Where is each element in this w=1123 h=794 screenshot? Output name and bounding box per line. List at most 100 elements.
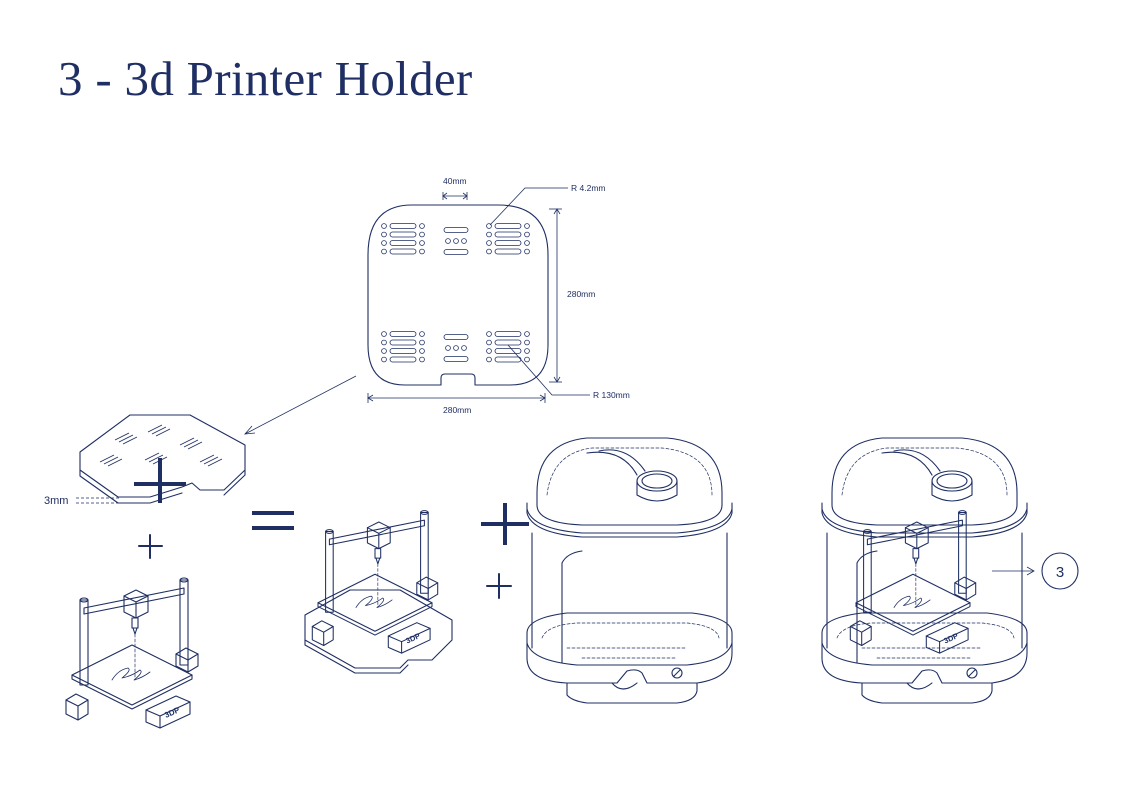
equals-icon (252, 511, 294, 530)
iso-slot (107, 458, 123, 467)
mount-slot (494, 231, 522, 238)
mount-hole (524, 240, 530, 246)
slot-group (486, 331, 530, 363)
mount-hole (381, 356, 387, 363)
mount-hole (381, 339, 387, 346)
iso-slot (207, 458, 223, 467)
iso-slot (147, 424, 163, 433)
container (526, 437, 733, 704)
hole-radius-leader (489, 187, 568, 226)
mount-hole (453, 238, 459, 244)
step-number: 3 (1056, 564, 1064, 581)
slot-group (381, 331, 425, 363)
mount-hole (381, 240, 387, 246)
mount-hole (486, 223, 492, 229)
mount-hole (453, 345, 459, 351)
mount-hole (419, 223, 425, 229)
plus-icon (481, 503, 529, 545)
mount-slot (389, 339, 417, 346)
mount-hole (381, 248, 387, 255)
printer-on-plate: 3DP (304, 510, 453, 674)
mount-hole (381, 223, 387, 229)
control-box (387, 622, 431, 654)
container-body (826, 532, 1023, 649)
corner-radius-label: R 130mm (593, 390, 630, 400)
plus-icon (138, 534, 163, 559)
mount-slot (443, 227, 469, 233)
mount-hole (486, 339, 492, 346)
mount-hole (486, 348, 492, 354)
plate-slot-groups (381, 223, 530, 363)
mount-hole (419, 231, 425, 238)
center-slot-group (443, 334, 469, 362)
hole-radius-label: R 4.2mm (571, 183, 605, 193)
foot-block (416, 576, 439, 601)
mount-slot (389, 356, 417, 363)
iso-slot (203, 456, 219, 465)
print-object (893, 595, 931, 608)
mount-slot (389, 240, 417, 246)
print-object (355, 595, 393, 608)
printer-left: 3DP (65, 577, 199, 729)
foot-block (954, 576, 977, 601)
container-body (531, 532, 728, 649)
container-handle (586, 449, 646, 476)
mount-hole (524, 339, 530, 346)
plate-outline (367, 204, 549, 386)
print-object (111, 667, 151, 681)
container-base (526, 612, 733, 684)
foot-block (65, 693, 89, 721)
arrow-left-icon (244, 375, 357, 435)
mount-hole (419, 339, 425, 346)
mount-slot (494, 248, 522, 255)
mount-hole (381, 331, 387, 337)
mount-hole (524, 356, 530, 363)
rod (420, 511, 429, 594)
gantry-beam (328, 519, 425, 546)
plate-drawing: 40mm R 4.2mm 280mm 280mm R 130mm (367, 176, 630, 415)
mount-hole (486, 240, 492, 246)
mount-hole (524, 231, 530, 238)
rod (79, 599, 89, 686)
screw-icon (671, 667, 683, 679)
control-box (145, 695, 191, 729)
mount-hole (486, 231, 492, 238)
iso-plate (79, 414, 246, 504)
rod (863, 530, 872, 613)
iso-slot (179, 437, 195, 446)
iso-slot (183, 439, 199, 448)
screw-icon (966, 667, 978, 679)
mount-slot (443, 249, 469, 255)
mount-hole (461, 238, 467, 244)
plus-icon (134, 458, 186, 503)
plus-icon (486, 573, 512, 599)
container-handle (881, 449, 941, 476)
thickness-callout: 3mm (44, 495, 120, 507)
container-base (821, 612, 1028, 684)
iso-slot (144, 452, 160, 461)
dim-width-label: 280mm (443, 405, 471, 415)
control-box (925, 622, 969, 654)
final-printer: 3DP (849, 510, 977, 654)
mount-slot (389, 348, 417, 354)
mount-hole (445, 345, 451, 351)
mount-slot (389, 231, 417, 238)
mount-slot (494, 348, 522, 354)
final-assembly (821, 437, 1028, 704)
mount-hole (419, 331, 425, 337)
iso-slot (148, 454, 164, 463)
step-number-badge: 3 (1041, 552, 1079, 590)
page-title: 3 - 3d Printer Holder (58, 51, 473, 106)
iso-slot (122, 436, 138, 445)
gantry-beam (866, 519, 963, 546)
dim-height-label: 280mm (567, 289, 595, 299)
mount-hole (419, 240, 425, 246)
center-slot-group (443, 227, 469, 255)
mount-slot (389, 223, 417, 229)
foot-block (175, 647, 199, 673)
mount-hole (381, 231, 387, 238)
corner-radius-leader (507, 344, 590, 396)
mount-hole (445, 238, 451, 244)
container-lid (831, 437, 1018, 526)
